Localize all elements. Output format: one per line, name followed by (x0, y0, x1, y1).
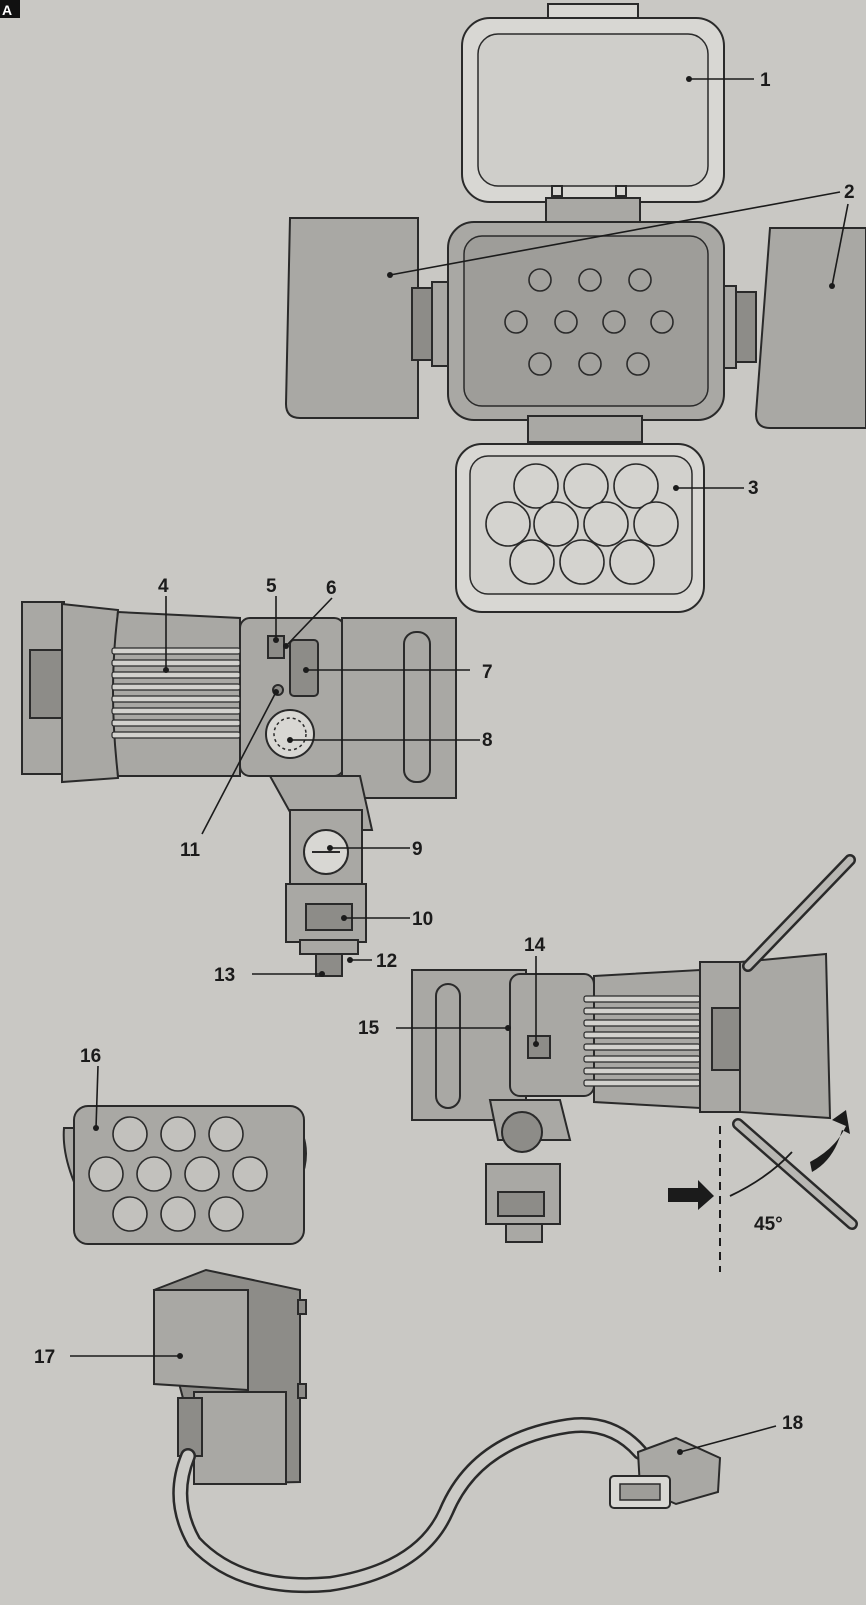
diffuser-lid (461, 3, 725, 203)
battery-slot (112, 1116, 148, 1152)
battery-slot (112, 1196, 148, 1232)
lens-element (583, 501, 629, 547)
light-side-view (21, 601, 457, 977)
cooling-vent (111, 695, 241, 703)
led (578, 268, 602, 292)
callout-3: 3 (748, 478, 759, 499)
callout-9: 9 (412, 839, 423, 860)
corner-marker-label: A (2, 2, 12, 18)
corner-marker-box (0, 0, 20, 18)
cooling-vent (111, 683, 241, 691)
cooling-vent (111, 707, 241, 715)
light-rear-view (411, 854, 858, 1272)
led (528, 268, 552, 292)
hinge-bottom (527, 415, 643, 443)
battery-tray (62, 1105, 307, 1245)
callout-10: 10 (412, 909, 433, 930)
battery-slot (160, 1116, 196, 1152)
lens-element (509, 539, 555, 585)
lens-element (559, 539, 605, 585)
callout-18: 18 (782, 1413, 803, 1434)
leader-lines (70, 76, 849, 1455)
callout-13: 13 (214, 965, 235, 986)
cooling-vent (583, 1055, 701, 1063)
d-tap-plug (609, 1436, 722, 1509)
callout-4: 4 (158, 576, 169, 597)
callout-14: 14 (524, 935, 546, 956)
callout-12: 12 (376, 951, 397, 972)
rotate-arrow (810, 1110, 850, 1172)
lens-element (485, 501, 531, 547)
lens-element (533, 501, 579, 547)
callout-2: 2 (844, 182, 855, 203)
callout-15: 15 (358, 1018, 380, 1039)
hinge-left (411, 281, 453, 367)
cooling-vent (111, 647, 241, 655)
lens-cover (455, 443, 705, 613)
cooling-vent (583, 1043, 701, 1051)
led (528, 352, 552, 376)
led (650, 310, 674, 334)
cooling-vent (583, 1019, 701, 1027)
callout-17: 17 (34, 1347, 55, 1368)
cooling-vent (583, 1079, 701, 1087)
callout-6: 6 (326, 578, 337, 599)
callout-16: 16 (80, 1046, 101, 1067)
battery-slot (136, 1156, 172, 1192)
callout-8: 8 (482, 730, 493, 751)
lens-element (609, 539, 655, 585)
led (504, 310, 528, 334)
led (626, 352, 650, 376)
callout-labels: 1 2 3 4 5 6 7 8 9 10 11 12 13 14 15 16 1… (34, 70, 855, 1434)
lens-element (563, 463, 609, 509)
cooling-vent (111, 659, 241, 667)
cooling-vent (583, 1007, 701, 1015)
battery-slot (184, 1156, 220, 1192)
battery-slot (208, 1116, 244, 1152)
callout-7: 7 (482, 662, 493, 683)
barn-door-right (754, 227, 866, 429)
cooling-vent (583, 995, 701, 1003)
push-arrow (668, 1180, 714, 1210)
cooling-vent (111, 719, 241, 727)
lens-element (513, 463, 559, 509)
led-panel (447, 221, 725, 421)
callout-5: 5 (266, 576, 277, 597)
cooling-vent (583, 1067, 701, 1075)
battery-slot (232, 1156, 268, 1192)
battery-slot (88, 1156, 124, 1192)
led (628, 268, 652, 292)
led (602, 310, 626, 334)
cooling-vent (111, 731, 241, 739)
callout-11: 11 (180, 840, 201, 861)
lens-element (633, 501, 679, 547)
power-cable (174, 1419, 646, 1591)
battery-slot (160, 1196, 196, 1232)
power-adapter (152, 1268, 307, 1486)
cooling-vent (111, 671, 241, 679)
cooling-vent (583, 1031, 701, 1039)
barn-door-left (284, 217, 419, 419)
lens-element (613, 463, 659, 509)
led (554, 310, 578, 334)
callout-1: 1 (760, 70, 771, 91)
battery-slot (208, 1196, 244, 1232)
angle-label: 45° (754, 1214, 783, 1235)
led (578, 352, 602, 376)
angle-arc (729, 1151, 793, 1197)
